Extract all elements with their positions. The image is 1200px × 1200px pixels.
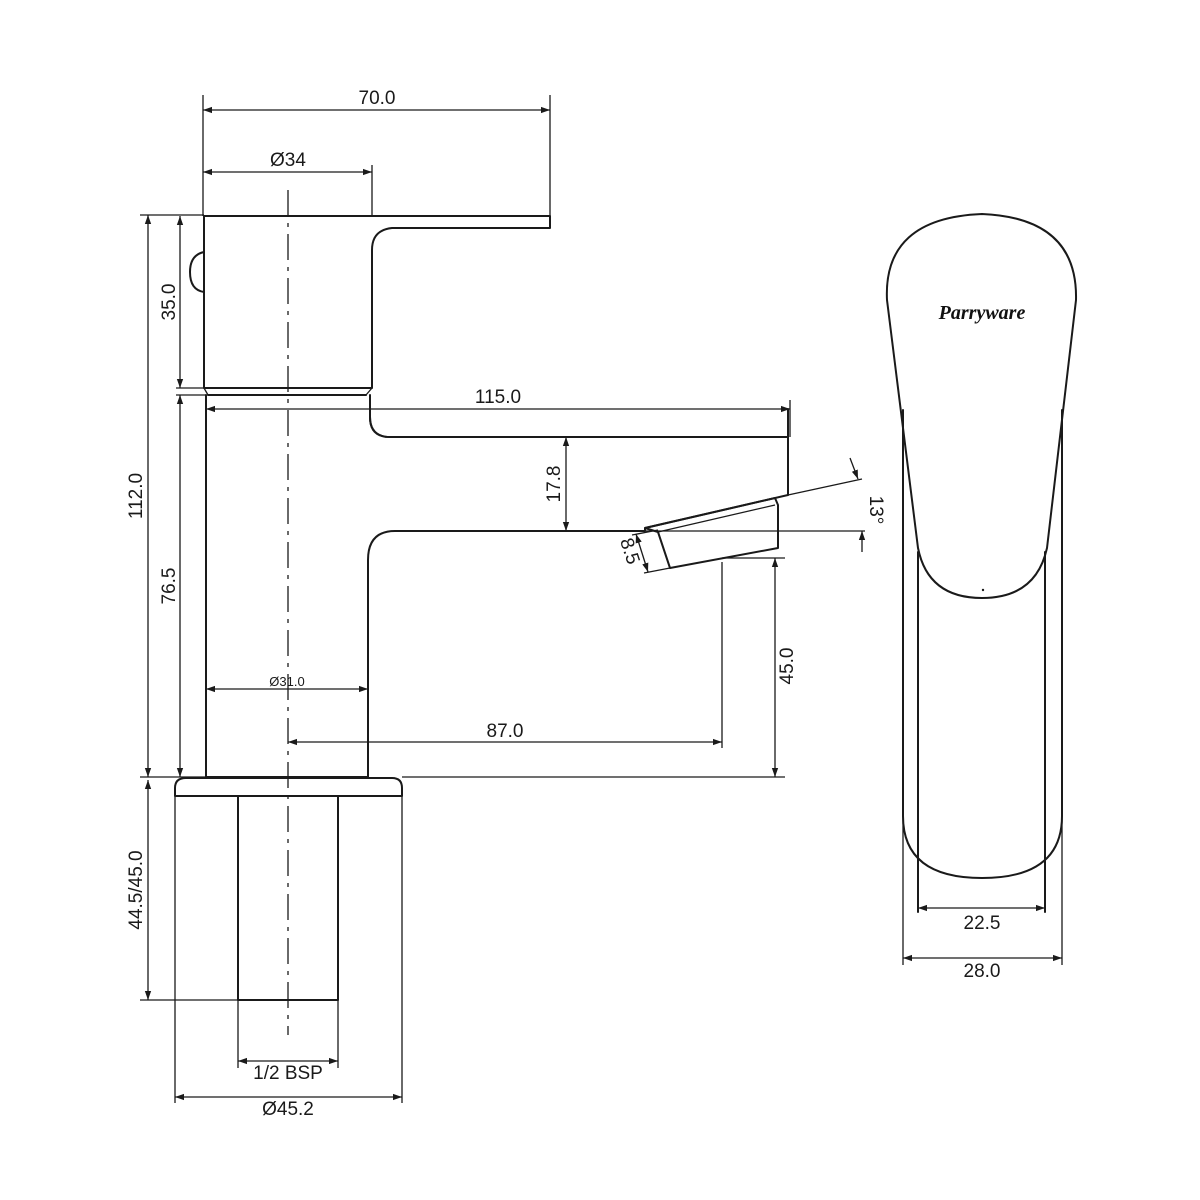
dim-label-115: 115.0 (475, 387, 521, 408)
side-view: 70.0 Ø34 112.0 35.0 76.5 115.0 17.8 13° (126, 88, 886, 1120)
dim-label-70: 70.0 (359, 88, 396, 109)
lever-front-outline (885, 213, 1078, 599)
dim-label-13deg: 13° (865, 496, 886, 525)
dim-label-44-5: 44.5/45.0 (126, 850, 147, 929)
handle-collar-side-right (365, 387, 373, 396)
dim-label-17-8: 17.8 (544, 466, 565, 503)
indicator-mark (189, 251, 205, 293)
dim-label-45-2: Ø45.2 (262, 1099, 314, 1120)
handle-collar-side (203, 387, 209, 396)
lever-handle (203, 215, 551, 389)
dim-label-35: 35.0 (159, 284, 180, 321)
front-view: Parryware 22.5 28.0 (885, 213, 1078, 982)
dim-label-bsp: 1/2 BSP (253, 1063, 323, 1084)
dim-label-45: 45.0 (777, 648, 798, 685)
body-front-outer (902, 409, 1063, 879)
shank (237, 795, 339, 1001)
brand-logo: Parryware (938, 302, 1026, 324)
faucet-body (205, 394, 789, 778)
dim-label-112: 112.0 (126, 473, 147, 519)
angle-ref-tilted (787, 478, 863, 496)
spout-top (369, 416, 789, 496)
dim-label-8-5: 8.5 (615, 535, 643, 567)
dim-label-22-5: 22.5 (964, 913, 1001, 934)
dim-label-87: 87.0 (487, 721, 524, 742)
dim-label-34: Ø34 (270, 150, 306, 171)
dim-8-5 (635, 533, 649, 573)
dim-label-28: 28.0 (964, 961, 1001, 982)
dim-label-31: Ø31.0 (269, 674, 304, 689)
dim-label-76-5: 76.5 (159, 568, 180, 605)
center-dot (981, 588, 985, 592)
aerator-inner (657, 504, 776, 533)
